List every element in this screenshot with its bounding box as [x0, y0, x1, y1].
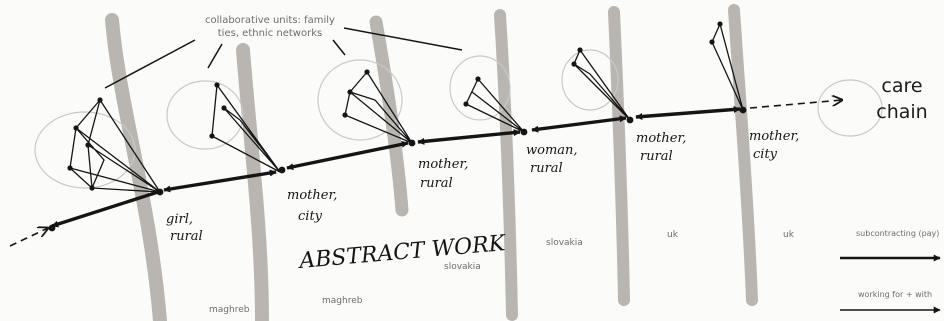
chain-node: [521, 129, 528, 136]
chain-node: [157, 189, 164, 196]
region-label: uk: [783, 230, 795, 240]
pole-6: [734, 10, 752, 300]
network-dot: [577, 47, 582, 52]
note-line-2: ties, ethnic networks: [218, 28, 322, 39]
pole-1: [112, 20, 160, 321]
node-label-3-line-1: mother,: [418, 157, 468, 172]
network-dot: [97, 97, 102, 102]
pencil-cloud: [818, 80, 882, 136]
pencil-cloud: [35, 112, 135, 188]
network-3: [345, 72, 412, 143]
chain-node: [49, 225, 56, 232]
region-label: maghreb: [322, 296, 363, 306]
chain-node: [740, 107, 747, 114]
network-4: [466, 79, 524, 132]
node-label-5-line-2: rural: [640, 149, 673, 164]
chain-node: [279, 167, 286, 174]
node-label-5-line-1: mother,: [636, 131, 686, 146]
node-label-1-line-2: rural: [170, 229, 203, 244]
network-sketches: [70, 24, 743, 192]
note-pointer: [333, 40, 345, 55]
chain-arrow: [636, 109, 740, 117]
node-label-2-line-2: city: [298, 209, 323, 224]
network-dot: [214, 82, 219, 87]
network-dot: [67, 165, 72, 170]
region-label: uk: [667, 230, 679, 240]
network-dot: [364, 69, 369, 74]
dashed-arrow-in: [10, 228, 48, 246]
dashed-arrow-out: [750, 100, 842, 108]
legend: subcontracting (pay) working for + with: [840, 229, 940, 310]
pole-5: [614, 12, 624, 300]
network-dot: [463, 101, 468, 106]
legend-working-label: working for + with: [858, 290, 932, 299]
note-pointer: [208, 44, 222, 68]
node-label-4-line-2: rural: [530, 161, 563, 176]
node-label-3-line-2: rural: [420, 176, 453, 191]
chain-node: [409, 140, 416, 147]
note-line-1: collaborative units: family: [205, 15, 335, 26]
legend-subcontracting-label: subcontracting (pay): [856, 229, 939, 238]
network-dot: [85, 142, 90, 147]
node-label-1-line-1: girl,: [166, 212, 193, 227]
pole-2: [243, 50, 262, 321]
network-dot: [475, 76, 480, 81]
region-label: slovakia: [546, 238, 583, 248]
network-1: [70, 100, 160, 192]
pole-4: [500, 15, 512, 315]
node-label-2-line-1: mother,: [287, 188, 337, 203]
region-label: maghreb: [209, 305, 250, 315]
network-dot: [73, 125, 78, 130]
network-dot: [221, 105, 226, 110]
note-pointer: [344, 28, 462, 50]
network-dot: [571, 61, 576, 66]
network-dot: [342, 112, 347, 117]
network-dot: [89, 185, 94, 190]
care-chain-label-line-2: chain: [876, 101, 927, 123]
chain-node: [627, 117, 634, 124]
network-dot: [709, 39, 714, 44]
pencil-cloud: [167, 81, 243, 149]
chain-arrow: [287, 143, 408, 168]
chain-arrow: [532, 118, 626, 130]
node-label-6-line-2: city: [753, 147, 778, 162]
node-label-4-line-1: woman,: [526, 143, 578, 158]
network-dot: [209, 133, 214, 138]
region-label: slovakia: [444, 262, 481, 272]
care-chain-label-line-1: care: [881, 75, 922, 97]
network-dot: [347, 89, 352, 94]
network-dot: [717, 21, 722, 26]
node-label-6-line-1: mother,: [749, 129, 799, 144]
